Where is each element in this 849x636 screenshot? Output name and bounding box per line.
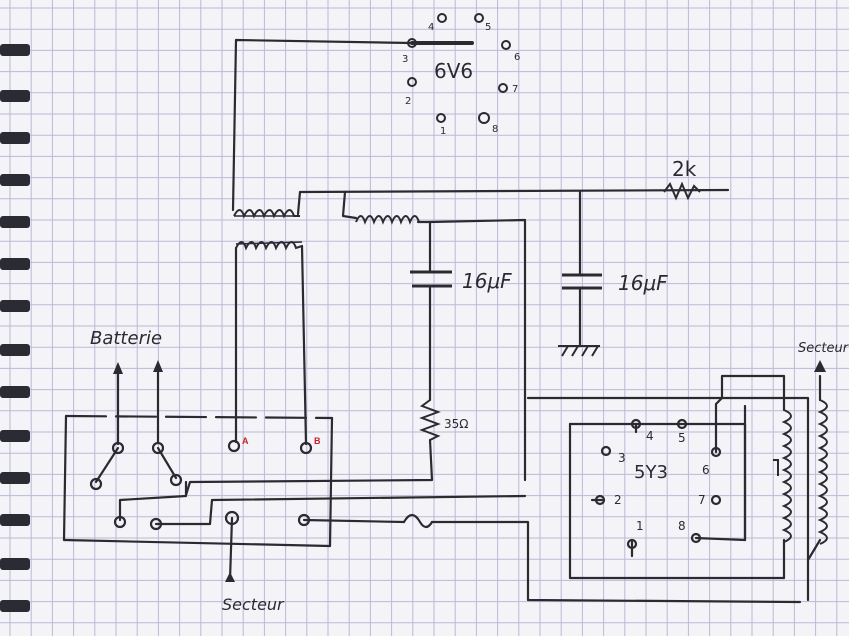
- battery-label: Batterie: [90, 328, 162, 349]
- tube-6v6-pin-8: 8: [492, 124, 498, 135]
- terminal-a-label: A: [242, 436, 249, 446]
- tube-5y3-pin-2: 2: [614, 493, 622, 507]
- wiring: [62, 38, 822, 604]
- capacitor-left-symbol: [410, 270, 452, 288]
- tube-5y3-pin-3: 3: [618, 451, 626, 465]
- tube-6v6-pin-6: 6: [514, 52, 520, 63]
- terminal-b-label: B: [314, 436, 321, 446]
- tube-6v6-pin-3: 3: [402, 54, 408, 65]
- resistor-2k-symbol: [663, 181, 701, 201]
- ground-symbol: [558, 345, 600, 357]
- tube-5y3-label: 5Y3: [634, 462, 668, 483]
- tube-6v6-label: 6V6: [434, 59, 473, 83]
- capacitor-right-label: 16μF: [618, 271, 668, 295]
- tube-6v6-pin-1: 1: [440, 126, 446, 137]
- power-transformer: [773, 399, 828, 545]
- capacitor-right-symbol: [562, 273, 602, 290]
- switch-terminals: [89, 439, 313, 531]
- tube-6v6-pin-4: 4: [428, 22, 434, 33]
- mains-bottom-label: Secteur: [222, 595, 285, 614]
- tube-5y3-pins: [594, 418, 722, 550]
- notebook-binding: [0, 44, 30, 612]
- capacitor-left-label: 16μF: [462, 269, 512, 293]
- tube-5y3-pin-4: 4: [646, 429, 654, 443]
- resistor-35-label: 35Ω: [444, 417, 468, 431]
- output-transformer: [233, 209, 303, 251]
- tube-5y3-pin-6: 6: [702, 463, 710, 477]
- tube-6v6-pins: [407, 13, 511, 124]
- tube-6v6-pin-7: 7: [512, 84, 518, 95]
- tube-5y3-pin-7: 7: [698, 493, 706, 507]
- tube-5y3-pin-8: 8: [678, 519, 686, 533]
- tube-6v6-pin-5: 5: [485, 22, 491, 33]
- filter-choke: [355, 215, 420, 225]
- tube-5y3-pin-5: 5: [678, 431, 686, 445]
- mains-right-label: Secteur: [798, 341, 849, 356]
- tube-6v6-pin-2: 2: [405, 96, 411, 107]
- arrow-icons: [113, 360, 826, 582]
- tube-5y3-pin-1: 1: [636, 519, 644, 533]
- resistor-35-symbol: [419, 399, 441, 441]
- resistor-2k-label: 2k: [672, 157, 697, 181]
